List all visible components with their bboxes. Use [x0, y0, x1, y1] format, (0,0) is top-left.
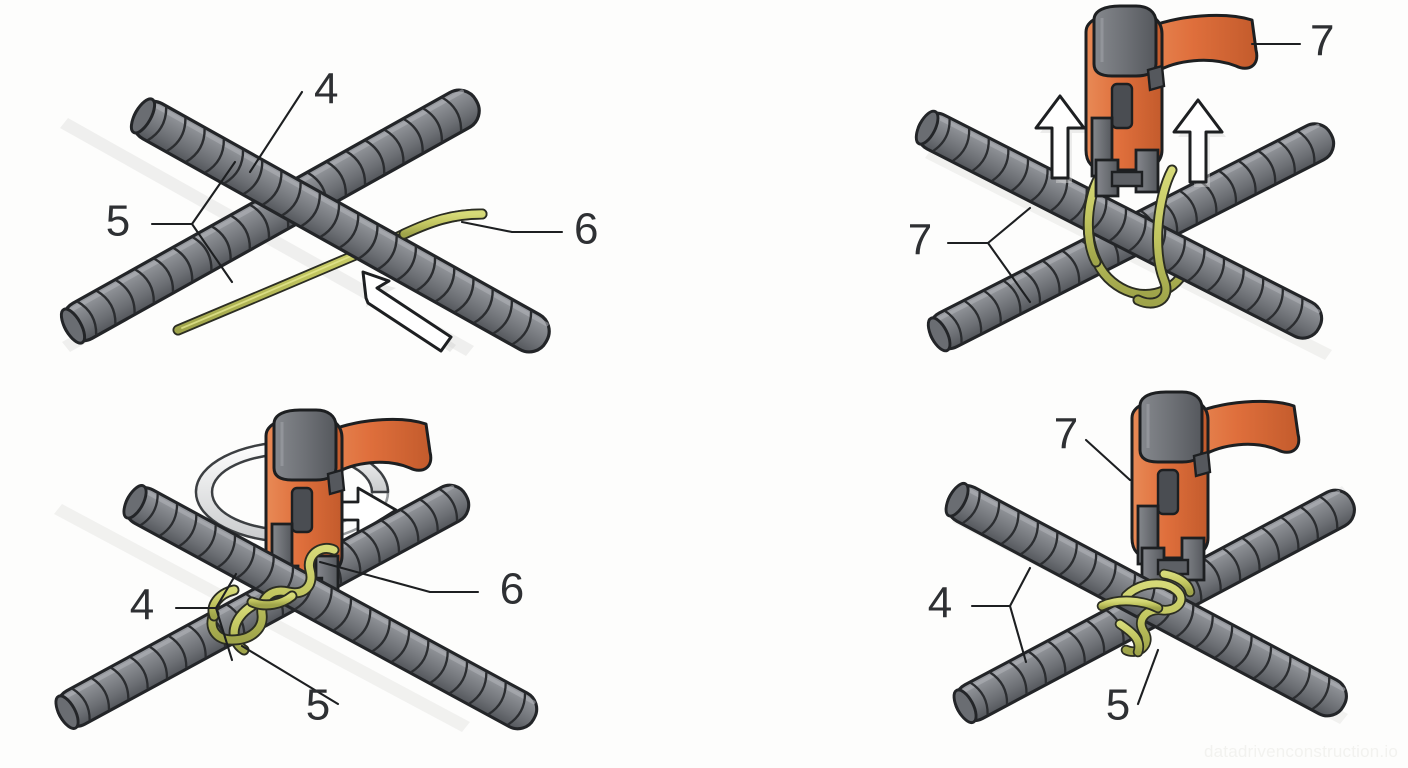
wire-knot: [1096, 568, 1196, 658]
panel4-label-7: 7: [1054, 410, 1132, 482]
label-6-text: 6: [500, 565, 524, 614]
tying-wire-tip: [398, 208, 488, 240]
up-arrow-left-icon: [1034, 94, 1088, 183]
panel-twist-wire: 4 5 6: [54, 408, 539, 732]
rebar-tying-tool: [1084, 4, 1259, 198]
panel1-label-5: 5: [106, 160, 237, 284]
rebar-bar-a: [59, 88, 481, 345]
up-arrow-right-icon: [1172, 98, 1226, 187]
panel4-label-4: 4: [928, 566, 1032, 664]
label-6-text: 6: [574, 205, 598, 254]
watermark: datadrivenconstruction.io: [1203, 742, 1398, 761]
panel-place-wire: 4 5 6: [59, 65, 598, 356]
panel4-label-5: 5: [1106, 648, 1160, 730]
label-4-text: 4: [928, 579, 952, 628]
tying-wire-back: [228, 600, 258, 656]
label-5-text: 5: [106, 197, 130, 246]
panel1-label-6: 6: [460, 205, 598, 254]
push-arrow-icon: [361, 270, 456, 353]
panel3-label-4: 4: [130, 572, 238, 662]
wire-knot: [206, 543, 340, 646]
label-7-rebar-text: 7: [908, 216, 932, 265]
rebar-bar-b: [122, 484, 539, 731]
label-5-text: 5: [306, 681, 330, 730]
label-4-text: 4: [314, 65, 338, 114]
label-7-tool-text: 7: [1310, 17, 1334, 66]
rebar-bar-b: [129, 97, 551, 354]
label-5-text: 5: [1106, 681, 1130, 730]
panel3-label-5: 5: [240, 644, 340, 730]
panel1-label-4: 4: [248, 65, 338, 174]
panel2-label-7-tool: 7: [1250, 17, 1334, 66]
label-7-text: 7: [1054, 410, 1078, 459]
panel3-label-6: 6: [318, 560, 524, 614]
rebar-bar-b: [914, 109, 1324, 340]
panel-completed-tie: 7 4 5: [928, 390, 1356, 730]
panel2-label-7-rebar: 7: [908, 206, 1032, 304]
label-4-text: 4: [130, 581, 154, 630]
rebar-tying-tool: [1130, 390, 1301, 584]
panel-tool-lift: 7 7: [908, 4, 1336, 360]
